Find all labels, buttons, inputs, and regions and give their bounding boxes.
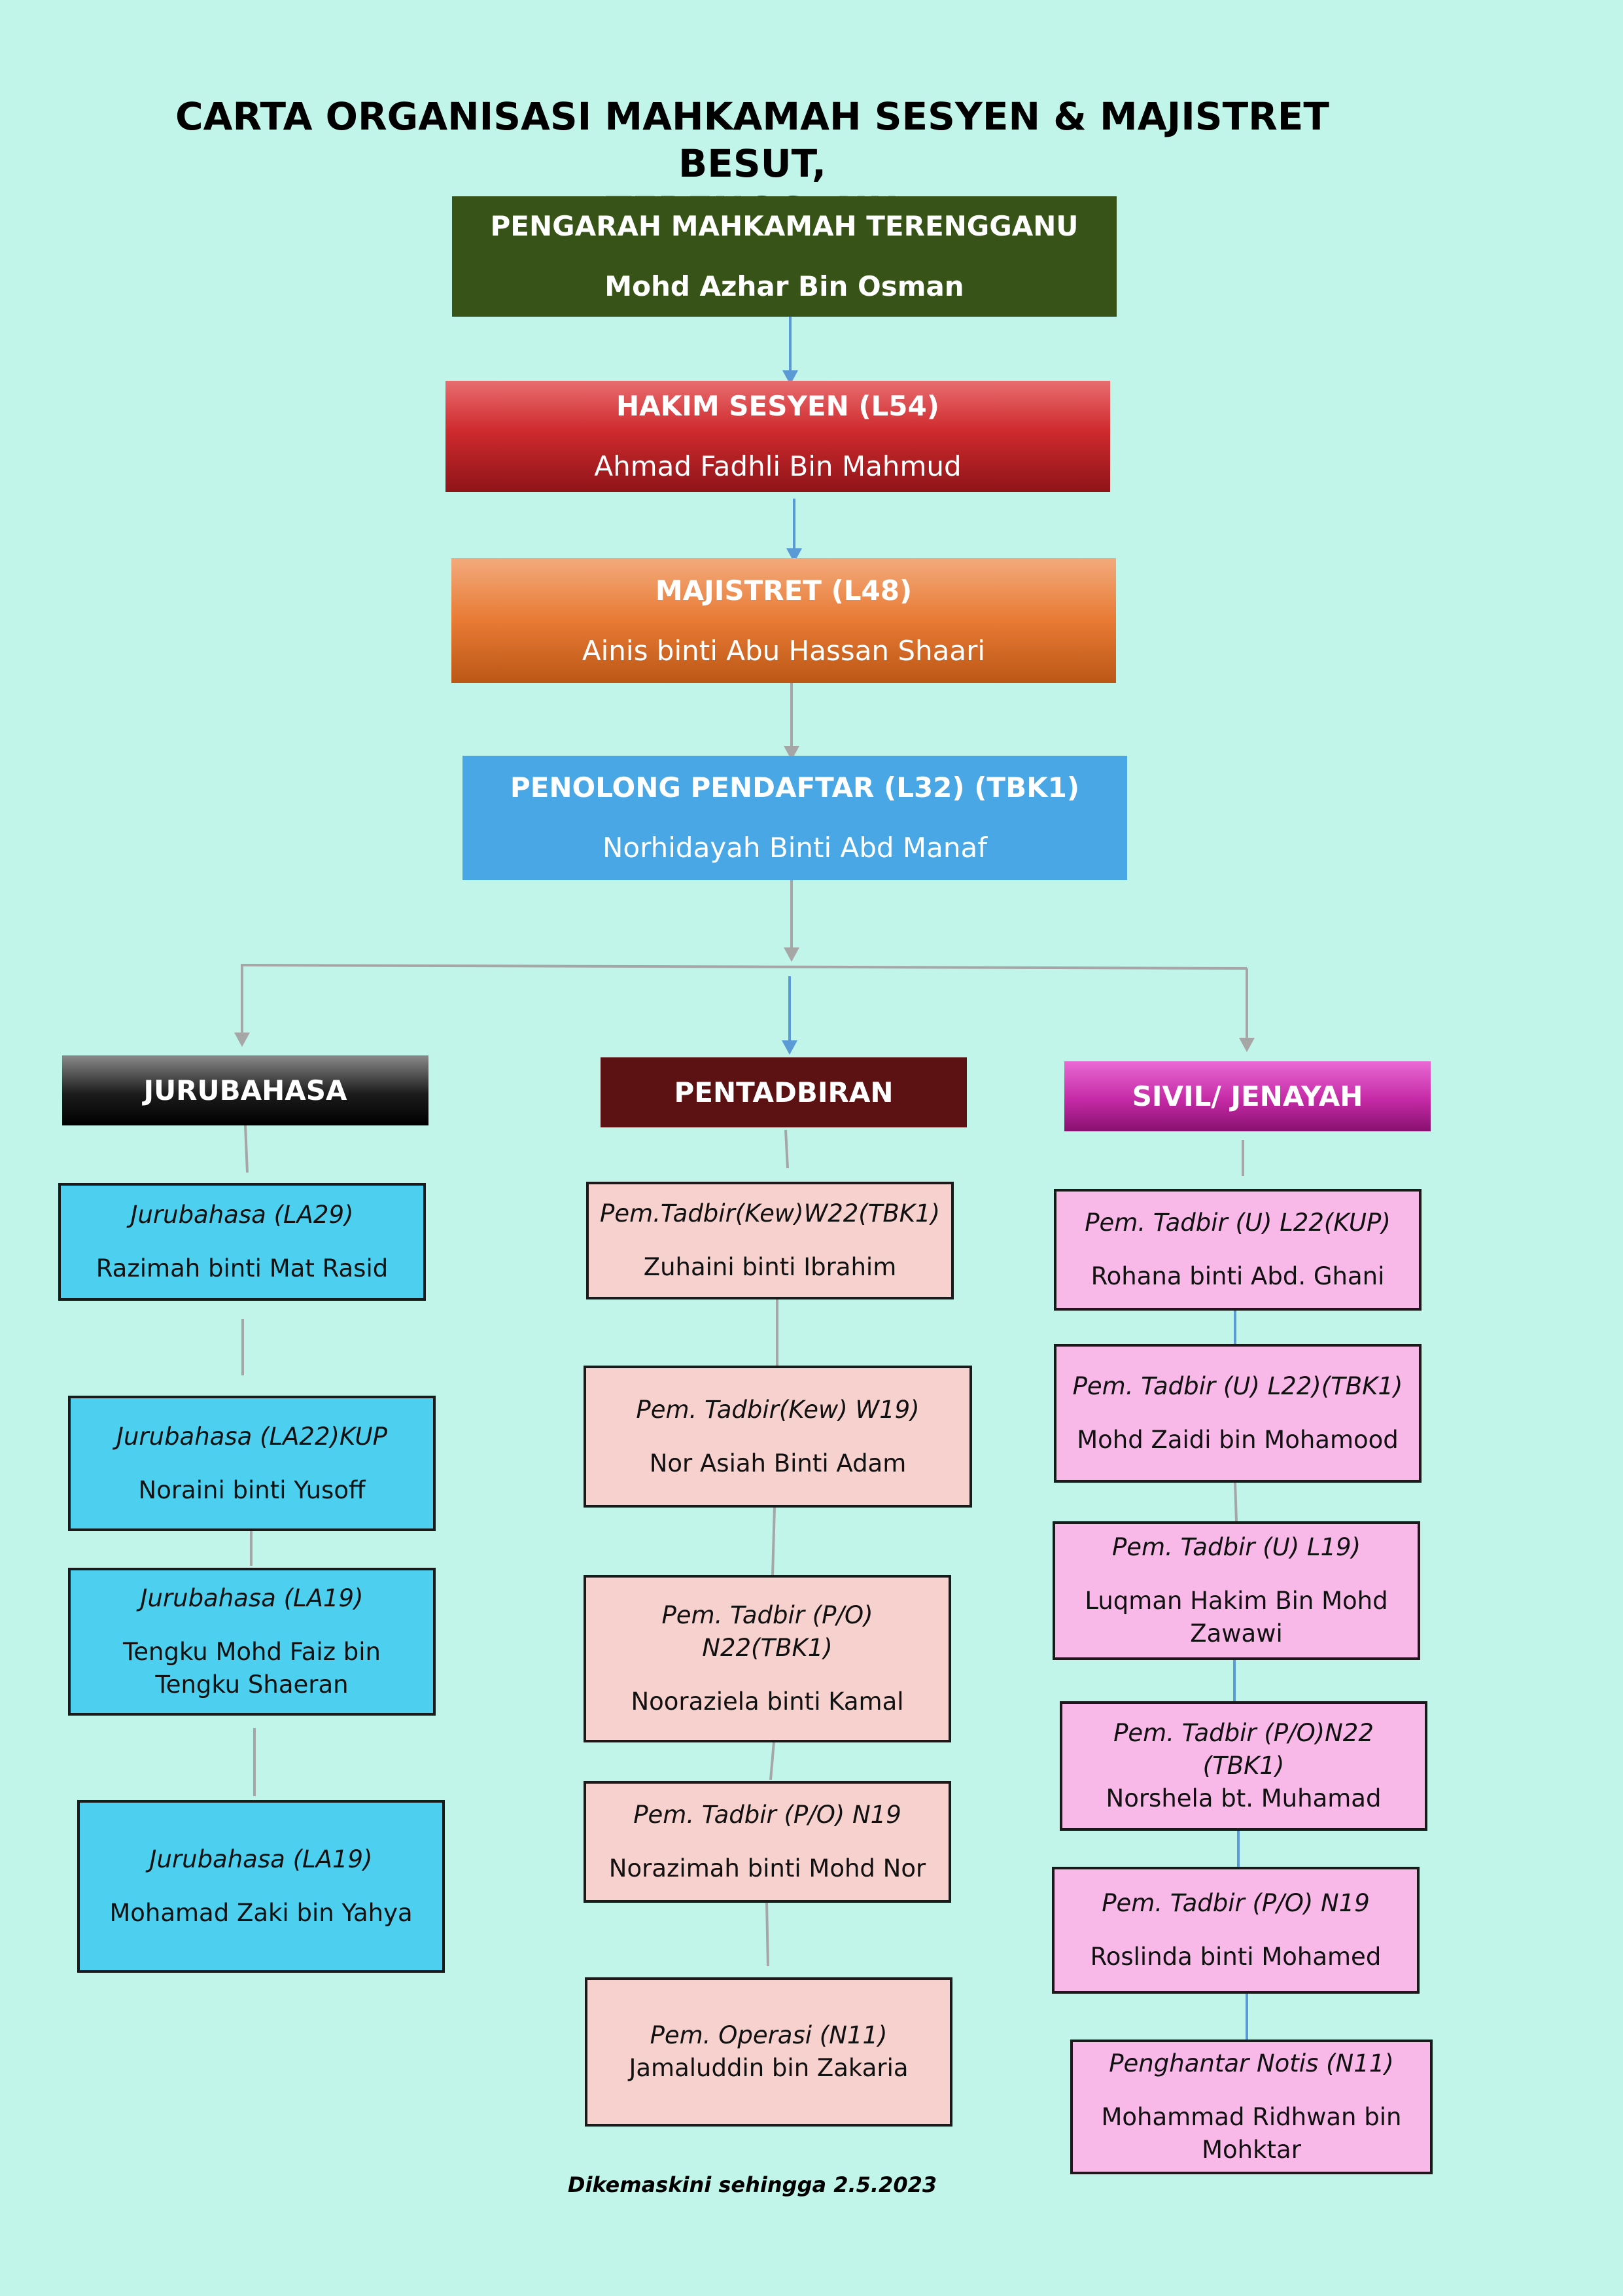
pengarah-name: Mohd Azhar Bin Osman [604, 270, 964, 302]
staff-role: Pem. Tadbir (U) L22(KUP) [1085, 1209, 1391, 1237]
staff-role: Pem. Tadbir(Kew) W19) [636, 1395, 920, 1424]
penolong-name: Norhidayah Binti Abd Manaf [602, 832, 987, 864]
staff-role: Jurubahasa (LA19) [149, 1845, 373, 1873]
staff-name: Rohana binti Abd. Ghani [1091, 1262, 1385, 1290]
staff-card: Jurubahasa (LA19) Tengku Mohd Faiz bin T… [68, 1568, 436, 1716]
hakim-name: Ahmad Fadhli Bin Mahmud [594, 450, 962, 482]
penolong-role: PENOLONG PENDAFTAR (L32) (TBK1) [510, 771, 1080, 804]
staff-name: Jamaluddin bin Zakaria [629, 2054, 909, 2082]
hakim-box: HAKIM SESYEN (L54) Ahmad Fadhli Bin Mahm… [445, 381, 1110, 492]
staff-name: Tengku Mohd Faiz bin Tengku Shaeran [122, 1638, 381, 1699]
staff-role: Pem. Tadbir (P/O) N19 [633, 1801, 901, 1829]
staff-card: Pem. Tadbir (U) L22)(TBK1) Mohd Zaidi bi… [1054, 1344, 1422, 1483]
staff-name: Mohammad Ridhwan bin Mohktar [1101, 2103, 1402, 2164]
staff-role: Pem. Tadbir (P/O) N22(TBK1) [661, 1601, 873, 1662]
staff-name: Noraini binti Yusoff [138, 1475, 366, 1504]
majistret-role: MAJISTRET (L48) [655, 574, 913, 607]
footer-updated-date: Dikemaskini sehingga 2.5.2023 [567, 2172, 937, 2197]
jurubahasa-header: JURUBAHASA [62, 1055, 428, 1125]
staff-role: Pem. Operasi (N11) [650, 2021, 888, 2049]
hakim-role: HAKIM SESYEN (L54) [616, 390, 939, 422]
staff-card: Pem. Tadbir (U) L19) Luqman Hakim Bin Mo… [1053, 1521, 1420, 1660]
pengarah-role: PENGARAH MAHKAMAH TERENGGANU [490, 210, 1079, 242]
pentadbiran-header: PENTADBIRAN [601, 1057, 967, 1127]
majistret-name: Ainis binti Abu Hassan Shaari [582, 634, 986, 667]
penolong-box: PENOLONG PENDAFTAR (L32) (TBK1) Norhiday… [462, 756, 1127, 880]
staff-name: Nooraziela binti Kamal [631, 1687, 904, 1716]
staff-role: Pem. Tadbir (P/O)N22 (TBK1) [1113, 1719, 1374, 1780]
sivil-jenayah-header: SIVIL/ JENAYAH [1064, 1061, 1431, 1131]
connector-pentadbiran-1 [784, 1129, 789, 1169]
connector-pentadbiran-3 [771, 1506, 776, 1576]
staff-card: Jurubahasa (LA19) Mohamad Zaki bin Yahya [77, 1800, 445, 1973]
staff-role: Pem. Tadbir (U) L22)(TBK1) [1072, 1372, 1403, 1400]
connector-bus [240, 964, 1248, 970]
staff-card: Pem. Tadbir (P/O) N19 Norazimah binti Mo… [584, 1781, 951, 1903]
staff-card: Pem. Tadbir(Kew) W19) Nor Asiah Binti Ad… [584, 1366, 972, 1508]
pengarah-box: PENGARAH MAHKAMAH TERENGGANU Mohd Azhar … [452, 196, 1117, 317]
staff-card: Pem.Tadbir(Kew)W22(TBK1) Zuhaini binti I… [586, 1182, 954, 1299]
staff-name: Luqman Hakim Bin Mohd Zawawi [1085, 1587, 1388, 1648]
staff-role: Jurubahasa (LA22)KUP [116, 1422, 387, 1451]
staff-name: Mohamad Zaki bin Yahya [109, 1899, 413, 1927]
staff-card: Pem. Tadbir (P/O)N22 (TBK1) Norshela bt.… [1060, 1701, 1427, 1831]
staff-card: Pem. Tadbir (P/O) N19 Roslinda binti Moh… [1052, 1867, 1420, 1994]
staff-name: Roslinda binti Mohamed [1090, 1943, 1382, 1971]
staff-name: Norazimah binti Mohd Nor [608, 1854, 926, 1882]
staff-card: Pem. Tadbir (U) L22(KUP) Rohana binti Ab… [1054, 1189, 1422, 1311]
chart-title-line1: CARTA ORGANISASI MAHKAMAH SESYEN & MAJIS… [175, 94, 1329, 186]
staff-card: Jurubahasa (LA22)KUP Noraini binti Yusof… [68, 1396, 436, 1531]
connector-pentadbiran-5 [765, 1902, 769, 1967]
connector-sivil-3 [1234, 1481, 1238, 1523]
staff-name: Nor Asiah Binti Adam [649, 1449, 907, 1477]
staff-name: Zuhaini binti Ibrahim [643, 1253, 897, 1281]
staff-card: Penghantar Notis (N11) Mohammad Ridhwan … [1070, 2040, 1433, 2174]
staff-role: Pem.Tadbir(Kew)W22(TBK1) [600, 1199, 940, 1227]
staff-name: Mohd Zaidi bin Mohamood [1077, 1426, 1399, 1454]
staff-card: Jurubahasa (LA29) Razimah binti Mat Rasi… [58, 1183, 426, 1301]
majistret-box: MAJISTRET (L48) Ainis binti Abu Hassan S… [451, 558, 1116, 683]
connector-pentadbiran-4 [769, 1741, 775, 1780]
staff-card: Pem. Operasi (N11) Jamaluddin bin Zakari… [585, 1977, 952, 2127]
connector-jurubahasa-1 [244, 1125, 249, 1173]
staff-role: Jurubahasa (LA29) [130, 1201, 354, 1229]
staff-role: Penghantar Notis (N11) [1109, 2049, 1394, 2077]
staff-role: Pem. Tadbir (P/O) N19 [1102, 1889, 1370, 1917]
staff-name: Norshela bt. Muhamad [1106, 1784, 1382, 1812]
staff-name: Razimah binti Mat Rasid [96, 1254, 389, 1282]
staff-role: Pem. Tadbir (U) L19) [1111, 1533, 1361, 1561]
staff-card: Pem. Tadbir (P/O) N22(TBK1) Nooraziela b… [584, 1575, 951, 1742]
staff-role: Jurubahasa (LA19) [140, 1584, 364, 1612]
